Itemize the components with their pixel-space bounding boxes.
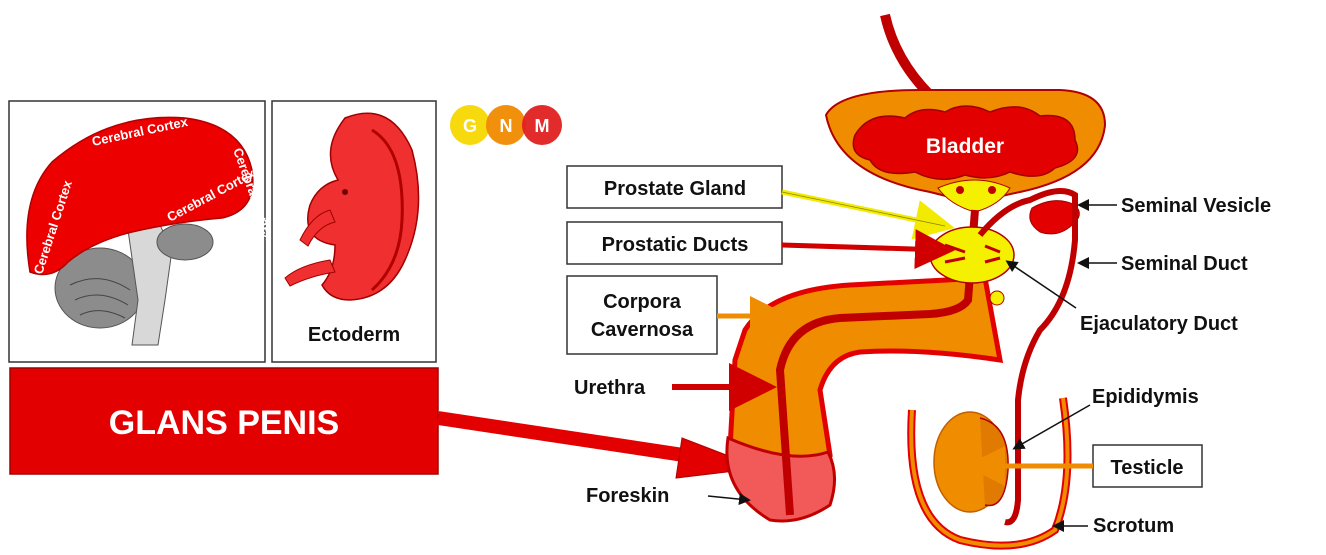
corpora-cavernosa-box — [567, 276, 717, 354]
ectoderm-label: Ectoderm — [308, 324, 400, 346]
testicle-label: Testicle — [1111, 457, 1184, 479]
scrotum-label: Scrotum — [1093, 515, 1174, 537]
logo-letter-g: G — [463, 116, 477, 136]
seminal-vesicle-label: Seminal Vesicle — [1121, 195, 1271, 217]
ureter — [885, 15, 930, 95]
foreskin-label: Foreskin — [586, 485, 669, 507]
corpora-label-line2: Cavernosa — [591, 319, 694, 341]
prostate-shape — [930, 227, 1014, 283]
seminal-duct-label: Seminal Duct — [1121, 253, 1248, 275]
prostate-gland-label: Prostate Gland — [604, 178, 746, 200]
embryo-panel: Ectoderm — [272, 101, 436, 362]
prostatic-ducts-label: Prostatic Ducts — [602, 234, 749, 256]
logo-letter-n: N — [500, 116, 513, 136]
corpora-label-line1: Corpora — [603, 291, 682, 313]
logo-letter-m: M — [535, 116, 550, 136]
bladder-label: Bladder — [926, 135, 1004, 158]
glans-penis-box: GLANS PENIS — [10, 368, 438, 474]
glans-arrow — [438, 418, 760, 478]
urethra-label: Urethra — [574, 377, 646, 399]
brain-panel: Cerebral Cortex Cerebral Cortex Cerebral… — [9, 101, 278, 362]
epididymis-label: Epididymis — [1092, 386, 1199, 408]
ejaculatory-duct-label: Ejaculatory Duct — [1080, 313, 1238, 335]
seminal-vesicle-shape — [1030, 201, 1080, 234]
glans-penis-title: GLANS PENIS — [109, 404, 339, 442]
gnm-logo: G N M — [450, 105, 562, 145]
